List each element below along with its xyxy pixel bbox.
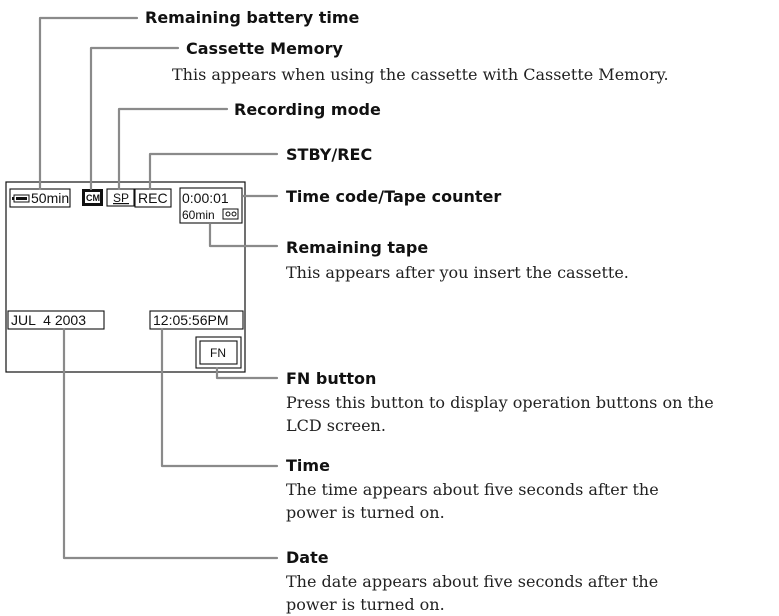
remaining-tape-value: 60min bbox=[182, 208, 215, 222]
callout-fn-button-title: FN button bbox=[286, 369, 376, 388]
stby-rec-value: REC bbox=[138, 190, 168, 206]
callout-fn-button-desc-1: Press this button to display operation b… bbox=[286, 393, 714, 412]
stby-rec-indicator bbox=[134, 188, 172, 208]
cassette-memory-icon-label: CM bbox=[86, 193, 100, 203]
leader-battery bbox=[38, 16, 139, 191]
callout-time-desc-2: power is turned on. bbox=[286, 503, 445, 522]
date-value: JUL 4 2003 bbox=[11, 312, 86, 328]
leader-stby-rec bbox=[148, 152, 279, 191]
tape-icon bbox=[222, 208, 239, 220]
time-code-value: 0:00:01 bbox=[182, 190, 229, 206]
callout-date-title: Date bbox=[286, 548, 329, 567]
fn-button-label: FN bbox=[210, 346, 226, 360]
leader-date bbox=[62, 327, 279, 560]
callout-date-desc-2: power is turned on. bbox=[286, 595, 445, 614]
callout-date-desc-1: The date appears about five seconds afte… bbox=[286, 572, 658, 591]
time-value: 12:05:56PM bbox=[153, 312, 229, 328]
callout-time-code-title: Time code/Tape counter bbox=[286, 187, 501, 206]
callout-fn-button-desc-2: LCD screen. bbox=[286, 416, 386, 435]
battery-time-value: 50min bbox=[31, 190, 69, 206]
recording-mode-indicator bbox=[106, 188, 135, 207]
leader-cassette-memory bbox=[89, 46, 180, 191]
time-code-indicator bbox=[179, 187, 243, 224]
leader-remaining-tape bbox=[208, 222, 279, 248]
leader-recording-mode bbox=[117, 107, 229, 191]
recording-mode-value: SP bbox=[113, 191, 129, 205]
callout-stby-rec-title: STBY/REC bbox=[286, 145, 372, 164]
callout-battery-title: Remaining battery time bbox=[145, 8, 360, 27]
leader-time bbox=[160, 327, 279, 468]
time-indicator bbox=[149, 310, 244, 330]
callout-cassette-memory-title: Cassette Memory bbox=[186, 39, 343, 58]
callout-remaining-tape-desc: This appears after you insert the casset… bbox=[286, 263, 629, 282]
callout-remaining-tape-title: Remaining tape bbox=[286, 238, 428, 257]
callout-cassette-memory-desc: This appears when using the cassette wit… bbox=[172, 65, 669, 84]
callout-recording-mode-title: Recording mode bbox=[234, 100, 381, 119]
date-indicator bbox=[7, 310, 105, 330]
callout-time-title: Time bbox=[286, 456, 330, 475]
leader-fn-button bbox=[215, 366, 279, 380]
battery-icon bbox=[12, 194, 30, 203]
callout-time-desc-1: The time appears about five seconds afte… bbox=[286, 480, 659, 499]
